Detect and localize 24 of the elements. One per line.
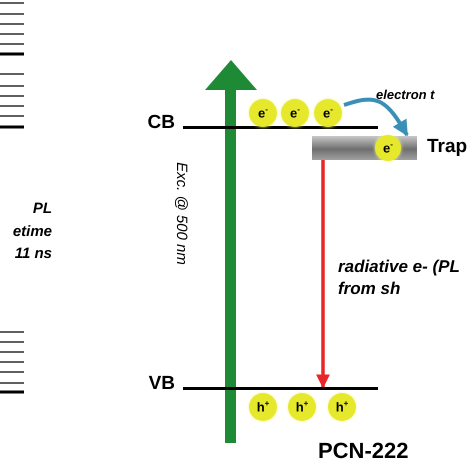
material-label: PCN-222 — [318, 438, 408, 464]
electron-circle — [314, 99, 342, 127]
band-label: CB — [148, 112, 175, 134]
charge-symbol: e$^{-}$ — [383, 140, 393, 156]
electron-circle — [281, 99, 309, 127]
curved-arrow — [343, 98, 409, 136]
arrow — [316, 160, 330, 388]
electron-circle — [375, 135, 401, 161]
charge-symbol: e$^{-}$ — [258, 105, 268, 121]
hole-circle — [328, 393, 356, 421]
charge-symbol: e$^{-}$ — [323, 105, 333, 121]
hole-circle — [288, 393, 316, 421]
charge-symbol: h$^{+}$ — [256, 399, 270, 415]
charge-symbol: e$^{-}$ — [290, 105, 300, 121]
electron-circle — [249, 99, 277, 127]
charge-symbol: h$^{+}$ — [296, 399, 308, 415]
charge-symbol: h$^{+}$ — [336, 399, 348, 415]
process-label: electron t — [376, 87, 435, 104]
trap-label: Trap — [427, 136, 468, 158]
lifetime-label: PL etime 11 ns — [12, 199, 52, 264]
hole-circle — [249, 393, 277, 421]
process-label: radiative e- (PL from sh — [338, 256, 461, 300]
excitation-label: Exc. @ 500 nm — [172, 162, 190, 265]
band-label: VB — [148, 373, 175, 395]
